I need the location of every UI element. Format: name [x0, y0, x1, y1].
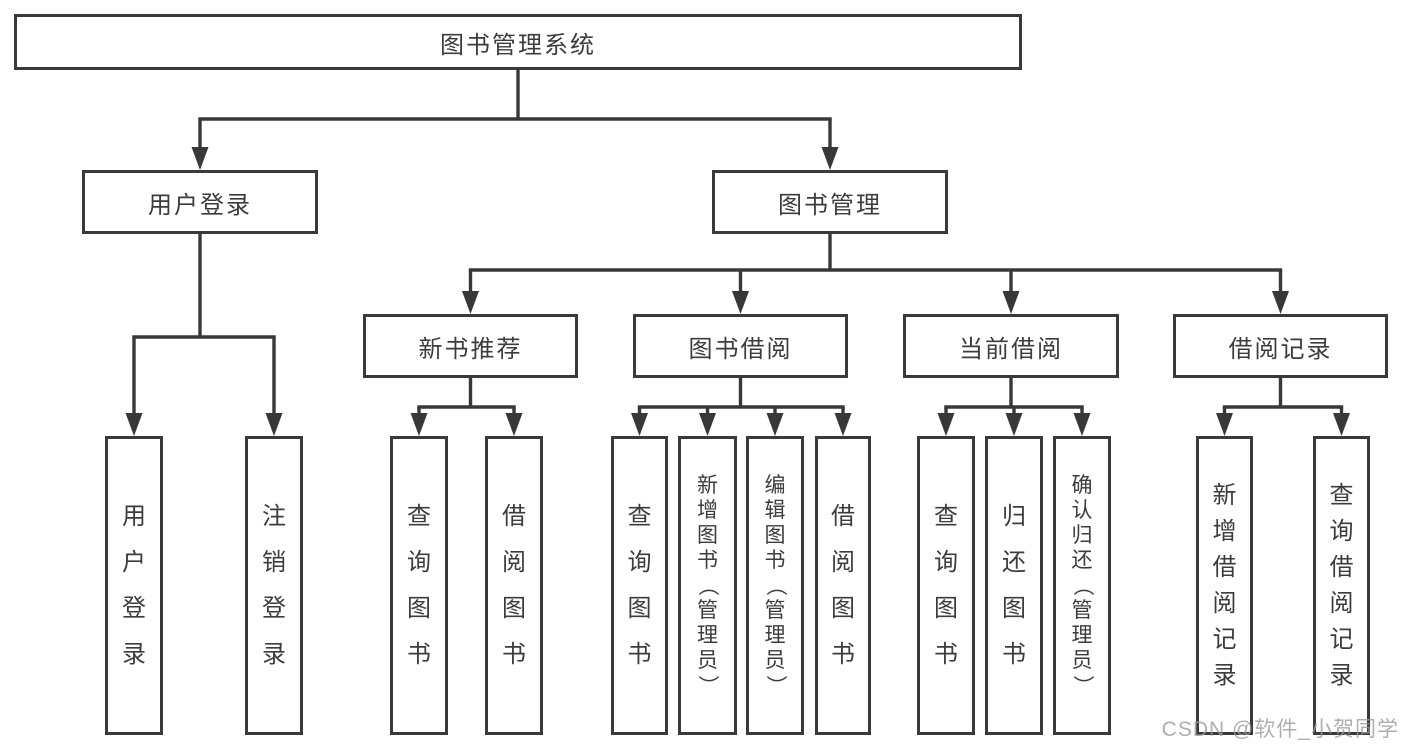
node-label-char: （: [763, 575, 787, 596]
node-label-char: 借: [1212, 553, 1237, 581]
node-label-char: 还: [1071, 549, 1093, 572]
node-nbr-borrow-book: 借阅图书: [485, 436, 543, 735]
node-label-char: 增: [1212, 517, 1237, 545]
node-label-char: 图: [627, 594, 652, 622]
node-label-char: 认: [1071, 499, 1093, 522]
node-label-char: 书: [697, 549, 718, 572]
node-label-char: 借: [502, 502, 526, 530]
node-book-borrow: 图书借阅: [633, 314, 848, 378]
node-br-add-record: 新增借阅记录: [1196, 436, 1253, 735]
node-label-char: 员: [697, 649, 718, 672]
node-label-char: ）: [696, 675, 719, 696]
node-label-char: 员: [764, 649, 786, 672]
node-label-char: 阅: [502, 548, 526, 576]
node-label-char: ）: [763, 675, 787, 696]
node-label-char: 询: [934, 548, 958, 576]
node-label-char: 阅: [1329, 589, 1354, 617]
node-bb-query-book: 查询图书: [611, 436, 668, 735]
node-label-char: 注: [262, 502, 286, 530]
node-label-char: 书: [934, 640, 958, 668]
node-label-char: 查: [407, 502, 431, 530]
node-bb-borrow-book: 借阅图书: [815, 436, 871, 735]
node-user-login: 用户登录: [82, 170, 318, 234]
node-new-book-rec: 新书推荐: [363, 314, 578, 378]
node-label-char: 记: [1329, 625, 1354, 653]
node-label-char: 新: [697, 474, 718, 497]
node-label-char: 询: [1329, 517, 1354, 545]
node-label-char: 书: [1002, 640, 1026, 668]
node-label-char: 图: [502, 594, 526, 622]
node-label-char: （: [696, 575, 719, 596]
node-label-char: 查: [627, 502, 652, 530]
node-label-char: 图: [934, 594, 958, 622]
node-label-char: 查: [934, 502, 958, 530]
node-label-char: ）: [1070, 675, 1094, 696]
node-bb-add-book: 新增图书 （ 管理员 ）: [678, 436, 737, 735]
node-label-char: 记: [1212, 625, 1237, 653]
node-label-char: 录: [122, 640, 146, 668]
node-label-char: 录: [1329, 661, 1354, 689]
node-br-query-record: 查询借阅记录: [1313, 436, 1370, 735]
node-leaf-logout: 注销登录: [245, 436, 303, 735]
node-label-char: 理: [1071, 624, 1093, 647]
node-label-char: 图: [831, 594, 855, 622]
node-label-char: 销: [262, 548, 286, 576]
node-label-char: 图: [764, 524, 786, 547]
node-label-char: 管: [764, 599, 786, 622]
node-label-char: 理: [764, 624, 786, 647]
node-book-mgmt: 图书管理: [712, 170, 948, 234]
node-label-char: 增: [697, 499, 718, 522]
node-label-char: 户: [122, 548, 146, 576]
node-bb-edit-book: 编辑图书 （ 管理员 ）: [746, 436, 804, 735]
node-cb-confirm-return: 确认归还 （ 管理员 ）: [1053, 436, 1111, 735]
node-label-char: 录: [262, 640, 286, 668]
watermark: CSDN @软件_小贺同学: [1161, 718, 1399, 741]
node-label-char: 阅: [831, 548, 855, 576]
node-label-char: （: [1070, 575, 1094, 596]
node-label-char: 登: [122, 594, 146, 622]
node-label-char: 图: [1002, 594, 1026, 622]
node-label-char: 书: [502, 640, 526, 668]
node-label-char: 用: [122, 502, 146, 530]
node-root: 图书管理系统: [14, 14, 1022, 70]
node-label-char: 归: [1002, 502, 1026, 530]
node-current-borrow: 当前借阅: [903, 314, 1119, 378]
node-label-char: 录: [1212, 661, 1237, 689]
node-cb-return-book: 归还图书: [985, 436, 1043, 735]
node-label-char: 管: [1071, 599, 1093, 622]
node-label-char: 图: [407, 594, 431, 622]
node-label-char: 确: [1071, 474, 1093, 497]
node-label-char: 管: [697, 599, 718, 622]
node-label-char: 理: [697, 624, 718, 647]
node-label-char: 询: [627, 548, 652, 576]
node-label-char: 书: [407, 640, 431, 668]
node-label-char: 登: [262, 594, 286, 622]
node-leaf-user-login: 用户登录: [105, 436, 163, 735]
node-borrow-record: 借阅记录: [1173, 314, 1388, 378]
node-label-char: 书: [831, 640, 855, 668]
node-label-char: 编: [764, 474, 786, 497]
node-nbr-query-book: 查询图书: [390, 436, 448, 735]
node-label-char: 辑: [764, 499, 786, 522]
node-label-char: 借: [1329, 553, 1354, 581]
node-label-char: 书: [627, 640, 652, 668]
node-label-char: 图: [697, 524, 718, 547]
node-label-char: 借: [831, 502, 855, 530]
node-label-char: 员: [1071, 649, 1093, 672]
node-label-char: 阅: [1212, 589, 1237, 617]
node-label-char: 书: [764, 549, 786, 572]
node-label-char: 归: [1071, 524, 1093, 547]
node-label-char: 新: [1212, 481, 1237, 509]
node-label-char: 查: [1329, 481, 1354, 509]
node-label-char: 还: [1002, 548, 1026, 576]
node-label-char: 询: [407, 548, 431, 576]
node-cb-query-book: 查询图书: [917, 436, 975, 735]
